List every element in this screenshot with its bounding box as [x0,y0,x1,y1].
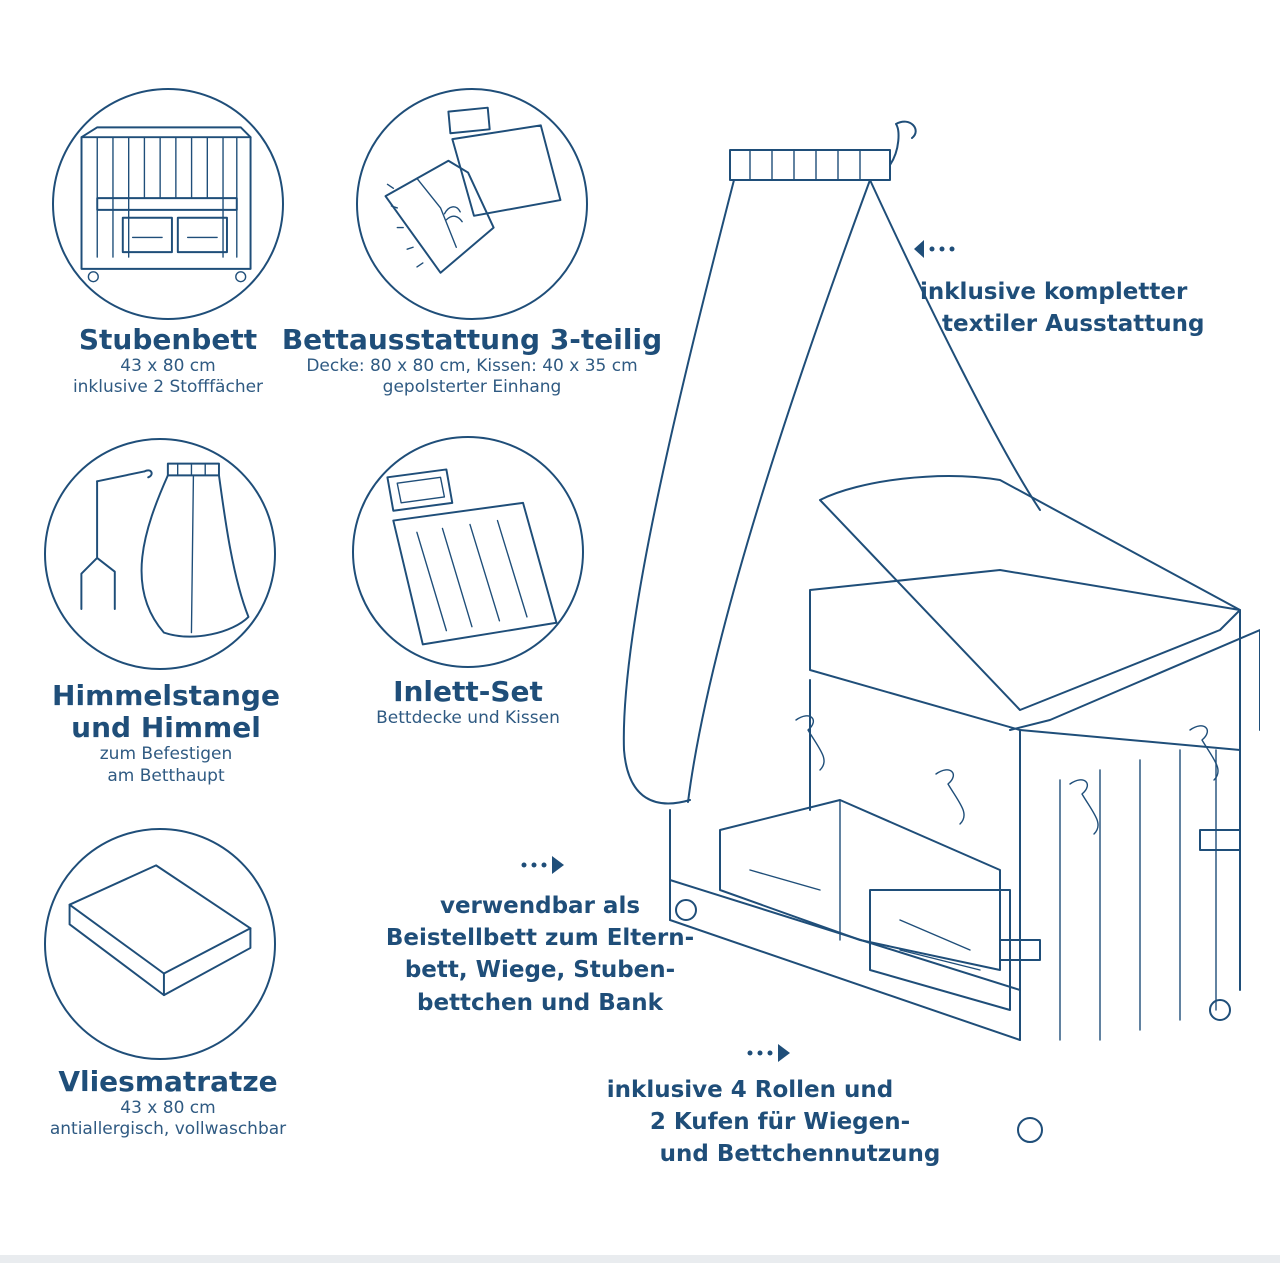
arrow-left-icon [914,240,955,258]
bedding-set-icon [384,106,562,274]
wheels-callout-line2: 2 Kufen für Wiegen- [649,1109,911,1136]
arrow-right-icon-2 [747,1044,790,1062]
vliesmatratze-detail: antiallergisch, vollwaschbar [49,1119,287,1140]
bettausstattung-illustration [356,88,588,320]
textile-callout-line2: textiler Ausstattung [942,311,1205,338]
canopy-rod-icon [80,462,250,638]
stubenbett-illustration [52,88,284,320]
wheels-callout-line1: inklusive 4 Rollen und [606,1077,894,1103]
bettausstattung-detail: gepolsterter Einhang [382,377,562,398]
cot-with-drawers-icon [80,126,252,283]
vliesmatratze-size: 43 x 80 cm [120,1098,216,1119]
stubenbett-title: Stubenbett [78,323,258,356]
inlett-set-detail: Bettdecke und Kissen [376,708,560,729]
stubenbett-caption: Stubenbett 43 x 80 cm inklusive 2 Stofff… [40,323,296,399]
himmelstange-caption: Himmelstange und Himmel zum Befestigen a… [28,679,304,787]
textile-callout-line1: inklusive kompletter [920,279,1188,305]
pillow-blanket-icon [386,468,558,646]
crib-main-illustration [622,120,1260,1143]
inlett-set-title: Inlett-Set [393,675,543,708]
usage-callout-line2: Beistellbett zum Eltern- [385,925,695,952]
usage-callout-line4: bettchen und Bank [417,989,663,1016]
mattress-icon [68,864,252,997]
stubenbett-size: 43 x 80 cm [120,356,216,377]
stubenbett-detail: inklusive 2 Stofffächer [72,377,264,398]
footer-bar [0,1255,1280,1263]
himmelstange-title-line1: Himmelstange [52,679,280,712]
himmelstange-illustration [44,438,276,670]
wheels-callout-line3: und Bettchennutzung [659,1141,941,1168]
inlett-set-illustration [352,436,584,668]
vliesmatratze-illustration [44,828,276,1060]
usage-callout: verwendbar als Beistellbett zum Eltern- … [350,890,730,1019]
textile-callout: inklusive kompletter textiler Ausstattun… [920,276,1204,340]
usage-callout-line1: verwendbar als [439,893,641,919]
usage-callout-line3: bett, Wiege, Stuben- [404,957,676,984]
bettausstattung-caption: Bettausstattung 3-teilig Decke: 80 x 80 … [280,323,664,399]
wheels-callout: inklusive 4 Rollen und 2 Kufen für Wiege… [540,1074,960,1171]
himmelstange-title-line2: und Himmel [71,711,261,745]
vliesmatratze-caption: Vliesmatratze 43 x 80 cm antiallergisch,… [20,1065,316,1141]
vliesmatratze-title: Vliesmatratze [58,1065,278,1098]
bettausstattung-sizes: Decke: 80 x 80 cm, Kissen: 40 x 35 cm [306,356,638,377]
inlett-set-caption: Inlett-Set Bettdecke und Kissen [340,675,596,729]
himmelstange-detail-line1: zum Befestigen [99,744,233,765]
arrow-right-icon [521,856,564,874]
bettausstattung-title: Bettausstattung 3-teilig [281,323,663,356]
himmelstange-detail-line2: am Betthaupt [107,765,225,786]
